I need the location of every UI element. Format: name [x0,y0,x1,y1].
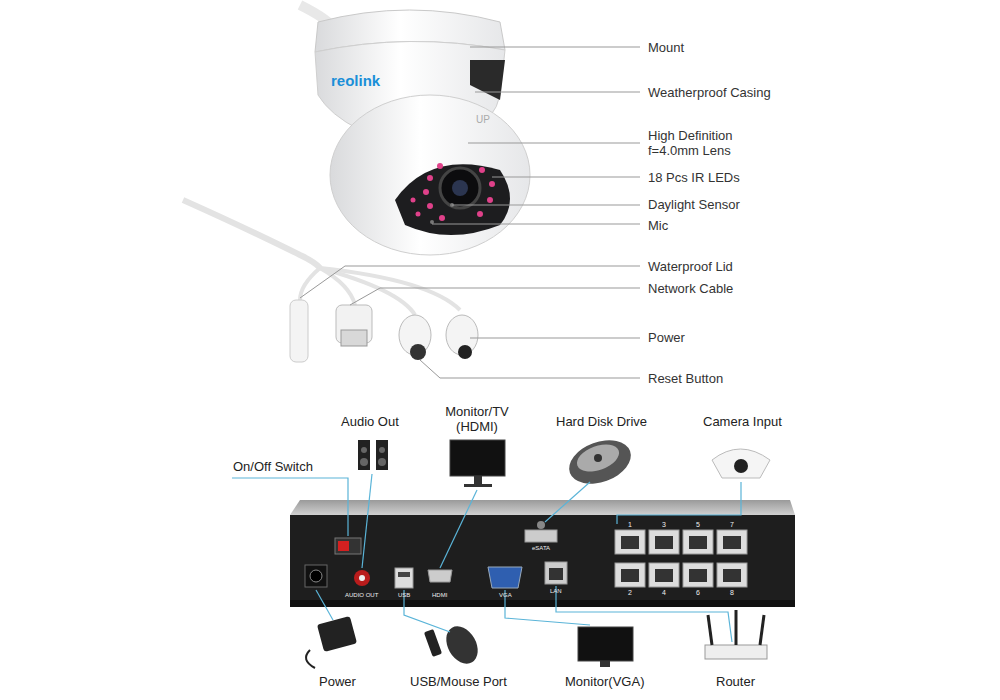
printed-marking: 5 [696,521,700,529]
part-label: High Definition f=4.0mm Lens [648,128,760,158]
part-label: USB/Mouse Port [410,674,507,689]
part-label: Audio Out [341,414,399,429]
part-label: Mic [648,218,668,233]
part-label: On/Off Switch [233,459,313,474]
printed-marking: USB [398,592,410,599]
part-label: Monitor/TV (HDMI) [431,404,523,434]
part-label: Weatherproof Casing [648,85,771,100]
printed-marking: reolink [331,72,380,90]
printed-marking: AUDIO OUT [345,592,378,599]
part-label: Daylight Sensor [648,197,740,212]
part-label: Router [716,674,755,689]
printed-marking: 8 [730,589,734,597]
part-label: Monitor(VGA) [565,674,644,689]
part-label: Power [319,674,356,689]
part-label: Hard Disk Drive [556,414,647,429]
part-label: Mount [648,40,684,55]
part-label: Camera Input [703,414,782,429]
printed-marking: 2 [628,589,632,597]
printed-marking: HDMI [432,592,447,599]
printed-marking: LAN [550,588,562,595]
part-label: Reset Button [648,371,723,386]
printed-marking: 4 [662,589,666,597]
part-label: 18 Pcs IR LEDs [648,170,740,185]
printed-marking: VGA [499,592,512,599]
printed-marking: UP [476,114,490,126]
part-label: Waterproof Lid [648,259,733,274]
part-label: Network Cable [648,281,733,296]
printed-marking: 1 [628,521,632,529]
printed-marking: 7 [730,521,734,529]
printed-marking: 6 [696,589,700,597]
printed-marking: eSATA [532,545,550,552]
part-label: Power [648,330,685,345]
printed-marking: 3 [662,521,666,529]
